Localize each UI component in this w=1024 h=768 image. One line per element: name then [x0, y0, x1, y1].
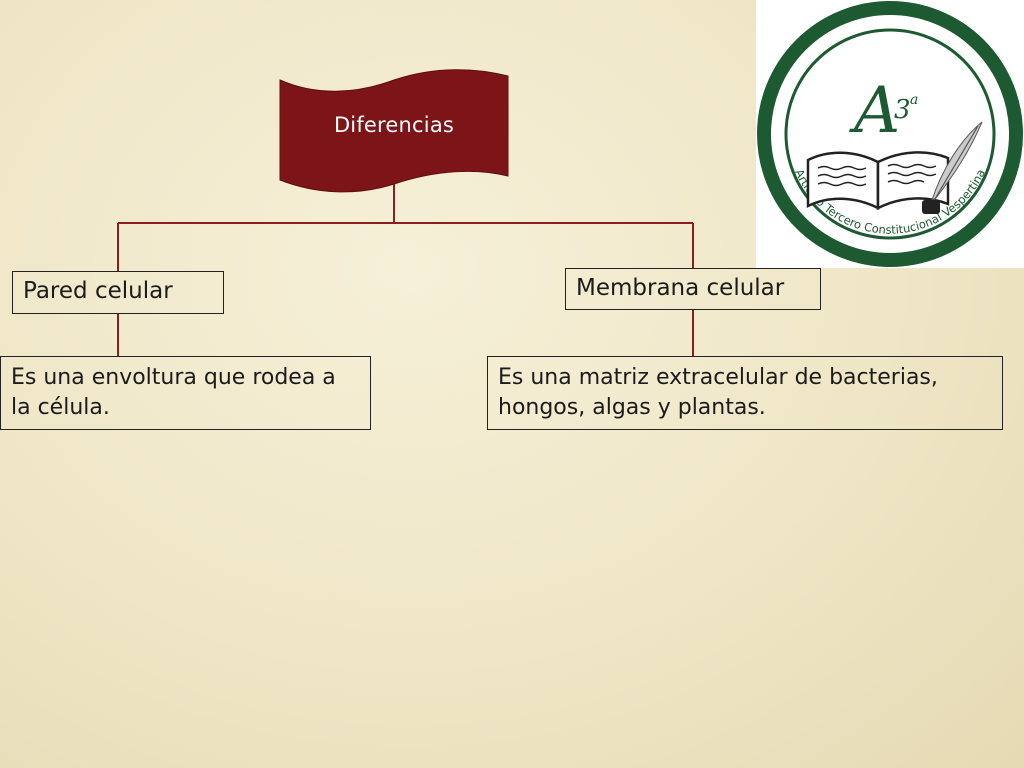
school-seal-icon: Escuela de Bachilleres Artículo Tercero … [757, 1, 1023, 267]
open-book-icon [806, 151, 950, 211]
pared-celular-box: Pared celular [12, 271, 224, 314]
svg-text:a: a [910, 92, 918, 108]
root-banner-shape [279, 69, 509, 193]
school-logo: Escuela de Bachilleres Artículo Tercero … [756, 0, 1024, 268]
svg-text:A: A [849, 74, 900, 148]
root-node-label: Diferencias [333, 113, 455, 137]
pared-celular-description: Es una envoltura que rodea a la célula. [0, 356, 371, 430]
quill-pen-icon [922, 121, 983, 214]
membrana-celular-box: Membrana celular [565, 268, 821, 310]
svg-text:3: 3 [894, 95, 911, 125]
svg-text:Escuela de Bachilleres: Escuela de Bachilleres [817, 33, 963, 75]
membrana-celular-description: Es una matriz extracelular de bacterias,… [487, 356, 1003, 430]
